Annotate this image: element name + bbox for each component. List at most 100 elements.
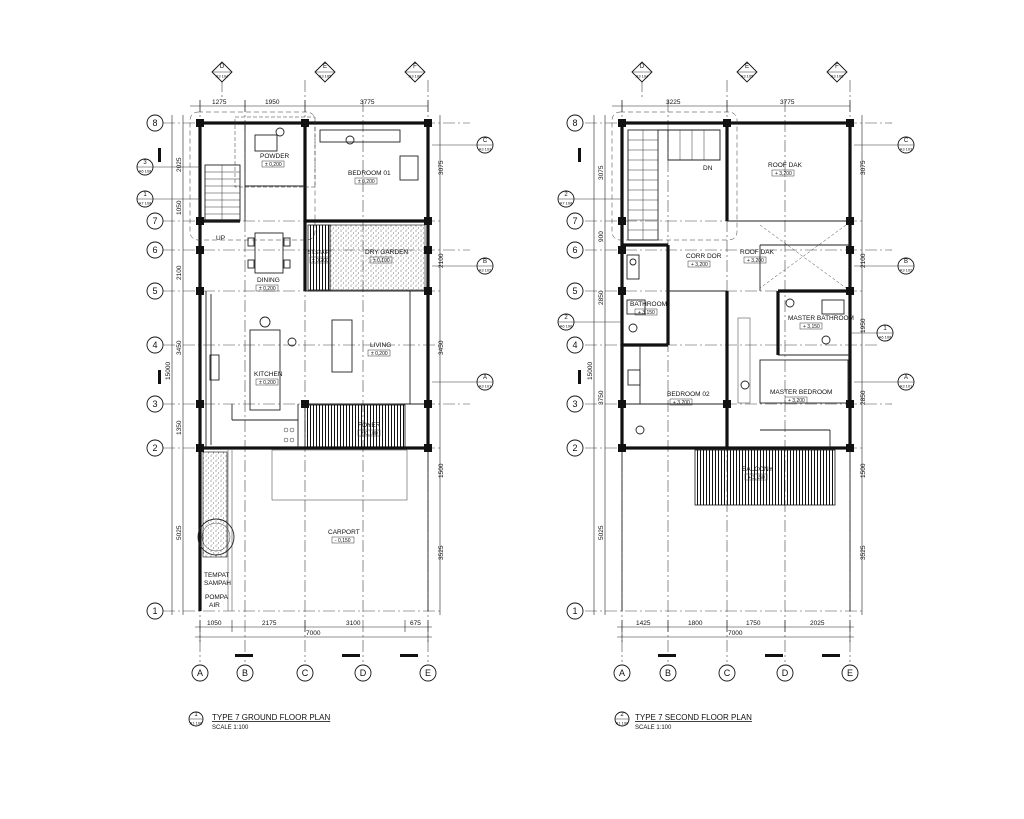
dim-label: 3450 [438, 340, 445, 355]
dim-label: 1425 [636, 620, 651, 627]
grid-row-label: 3 [152, 399, 157, 409]
dim-label: 3075 [598, 165, 605, 180]
room-name: ROOF DAK [768, 162, 803, 169]
foyer-hatch [304, 404, 406, 449]
room-name: POWDER [260, 153, 290, 160]
grid-col-label: B [242, 668, 248, 678]
column-grid-bubbles: A B C D E [158, 148, 437, 682]
dim-label: 2025 [176, 157, 183, 172]
room-name: CORR DOR [686, 253, 722, 260]
room-level: ± 0,100 [373, 258, 390, 264]
plan-title: TYPE 7 GROUND FLOOR PLAN [212, 713, 330, 722]
grid-col-label: D [782, 668, 789, 678]
dim-label: 1950 [860, 318, 867, 333]
grid-col-label: E [847, 668, 853, 678]
dim-label: 3775 [780, 99, 795, 106]
grid-row-label: 8 [152, 118, 157, 128]
marker-ref: A3 106 [831, 74, 844, 79]
marker-ref: A7 108 [139, 201, 152, 206]
grid-lines [585, 80, 892, 662]
grid-row-label: 2 [152, 443, 157, 453]
grid-row-label: 1 [152, 606, 157, 616]
furniture [209, 127, 419, 443]
structural-columns [618, 119, 854, 452]
grid-row-label: 4 [572, 340, 577, 350]
dim-label: 900 [598, 231, 605, 242]
water-tank [197, 518, 235, 556]
marker-letter: E [745, 64, 749, 70]
dim-total: 15000 [165, 362, 172, 380]
furniture [626, 254, 845, 435]
room-level: + 3,150 [803, 324, 820, 330]
marker-num: B [904, 259, 908, 265]
grid-row-label: 7 [572, 216, 577, 226]
dim-label: 3075 [438, 160, 445, 175]
room-name: BEDROOM 01 [348, 170, 391, 177]
marker-ref: A3 106 [409, 74, 422, 79]
plan-title: TYPE 7 SECOND FLOOR PLAN [635, 713, 752, 722]
grid-row-label: 3 [572, 399, 577, 409]
room-name: KITCHEN [254, 371, 283, 378]
second-floor-plan: ROOF DAK + 3,200 CORR DOR + 3,200 ROOF D… [557, 61, 915, 731]
room-level: + 3,150 [638, 310, 655, 316]
marker-ref: A6 108 [879, 335, 892, 340]
marker-num: 2 [564, 192, 568, 198]
grid-row-label: 6 [572, 245, 577, 255]
dry-garden-area [329, 224, 426, 291]
dim-label: 1750 [746, 620, 761, 627]
dim-label: 1275 [212, 99, 227, 106]
room-level: + 3,200 [775, 171, 792, 177]
room-level: ± 0,200 [259, 380, 276, 386]
grid-row-label: 1 [572, 606, 577, 616]
room-name: DRY GARDEN [365, 249, 408, 256]
room-name: BEDROOM 02 [667, 391, 710, 398]
room-level: ± 0,200 [265, 162, 282, 168]
room-level: ± 0,200 [371, 351, 388, 357]
title-badge-ref: A1 108 [616, 721, 629, 726]
top-dimensions: 1275 1950 3775 [190, 99, 429, 112]
title-badge-ref: A1 108 [190, 721, 203, 726]
grid-row-label: 4 [152, 340, 157, 350]
marker-num: C [483, 138, 488, 144]
grid-col-label: D [360, 668, 367, 678]
dim-label: 2025 [810, 620, 825, 627]
tempat-label: TEMPAT [204, 572, 229, 579]
sampah-label: SAMPAH [204, 580, 231, 587]
stair-up-label: UP [216, 235, 225, 242]
room-name: FOYER [358, 422, 381, 429]
column-grid-bubbles: A B C D E [578, 148, 859, 682]
marker-ref: A3 101 [900, 384, 913, 389]
dim-label: 2100 [438, 253, 445, 268]
grid-row-label: 7 [152, 216, 157, 226]
dim-label: 3750 [598, 390, 605, 405]
air-label: AIR [209, 602, 220, 609]
dim-label: 2100 [176, 265, 183, 280]
left-dimensions: 2025 1050 2100 3450 1350 5025 15000 [165, 115, 184, 615]
bottom-dimensions: 1425 1800 1750 2025 7000 [617, 620, 854, 642]
grid-col-label: B [665, 668, 671, 678]
dim-label: 3225 [666, 99, 681, 106]
grid-col-label: C [302, 668, 309, 678]
room-name: ST.STAIR [308, 250, 330, 256]
walls [189, 111, 430, 611]
dim-label: 1050 [207, 620, 222, 627]
dim-label: 1350 [176, 420, 183, 435]
dim-label: 2175 [262, 620, 277, 627]
dim-label: 5025 [598, 525, 605, 540]
room-level: - 0,150 [335, 538, 351, 544]
dim-label: 1800 [688, 620, 703, 627]
room-name: ROOF DAK [740, 249, 775, 256]
marker-ref: A6 108 [139, 169, 152, 174]
balcony-hatch [694, 449, 836, 506]
marker-letter: D [220, 64, 225, 70]
marker-num: 3 [143, 160, 147, 166]
marker-ref: A3 104 [636, 74, 649, 79]
dim-label: 3775 [360, 99, 375, 106]
grid-col-label: A [619, 668, 625, 678]
stair-down-label: DN [703, 165, 713, 172]
room-level: + 3,200 [691, 262, 708, 268]
room-name: MASTER BEDROOM [770, 389, 832, 396]
marker-ref: A3 105 [319, 74, 332, 79]
marker-ref: A3 103 [900, 147, 913, 152]
row-grid-bubbles: 8 7 6 5 4 3 2 1 [566, 114, 584, 620]
